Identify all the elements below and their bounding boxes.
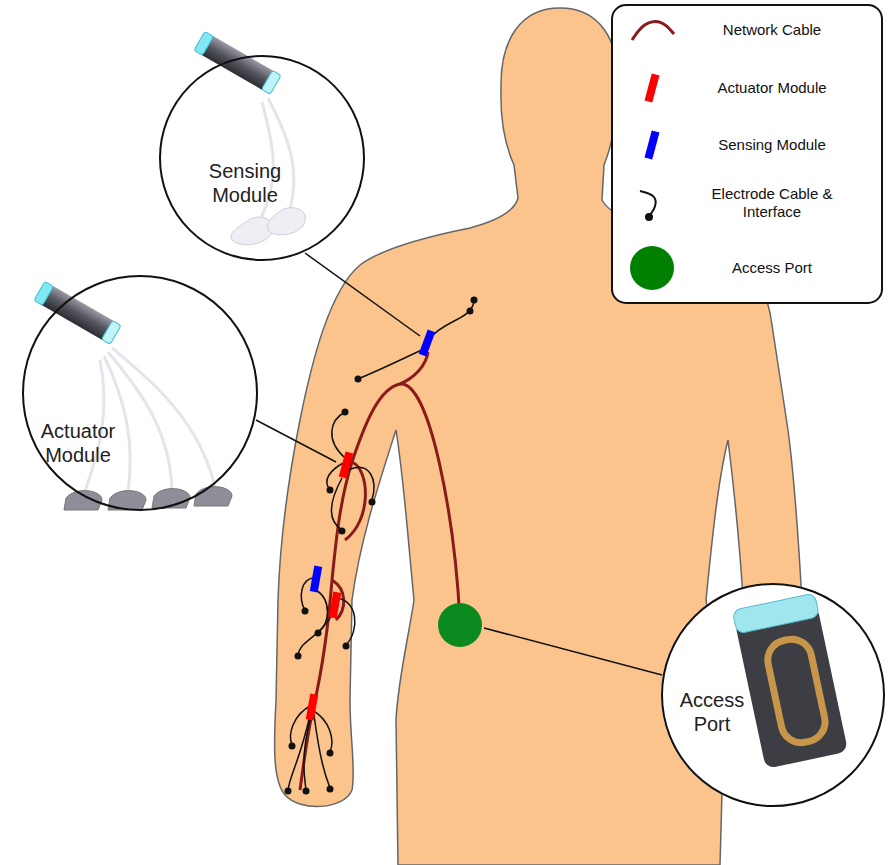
legend-swatch: [630, 246, 674, 290]
callout-outline: [23, 276, 257, 510]
network-cable: [300, 352, 460, 790]
callout-label: Actuator Module: [18, 419, 138, 467]
legend-label: Actuator Module: [692, 79, 852, 97]
access-port-callout: Access Port: [661, 583, 885, 807]
legend-label: Network Cable: [692, 21, 852, 39]
legend-swatch: [645, 130, 660, 159]
callout-label: Sensing Module: [190, 159, 300, 207]
module-markers: [306, 329, 482, 720]
legend-sample: [645, 213, 653, 221]
electrode-cable: [288, 302, 474, 790]
legend-label: Sensing Module: [692, 136, 852, 154]
sensing-callout: Sensing Module: [159, 55, 365, 261]
legend-label: Access Port: [692, 259, 852, 277]
electrode-interface: [285, 297, 478, 795]
legend-swatches: [630, 22, 674, 290]
legend-sample: [640, 191, 656, 215]
access-port-drawing: [732, 593, 848, 769]
legend-swatch: [645, 73, 660, 102]
legend-box: [612, 5, 882, 303]
legend-label: Electrode Cable & Interface: [692, 185, 852, 221]
leader-line: [256, 253, 662, 675]
callout-outline: [662, 584, 884, 806]
actuator-callout: Actuator Module: [22, 275, 258, 511]
sensing-module-drawing: [194, 31, 305, 244]
actuator-module-drawing: [34, 281, 232, 510]
legend-sample: [632, 22, 674, 40]
callout-circle: [159, 55, 365, 261]
callout-circle: [22, 275, 258, 511]
callout-outline: [160, 56, 364, 260]
callout-label: Access Port: [670, 688, 754, 736]
